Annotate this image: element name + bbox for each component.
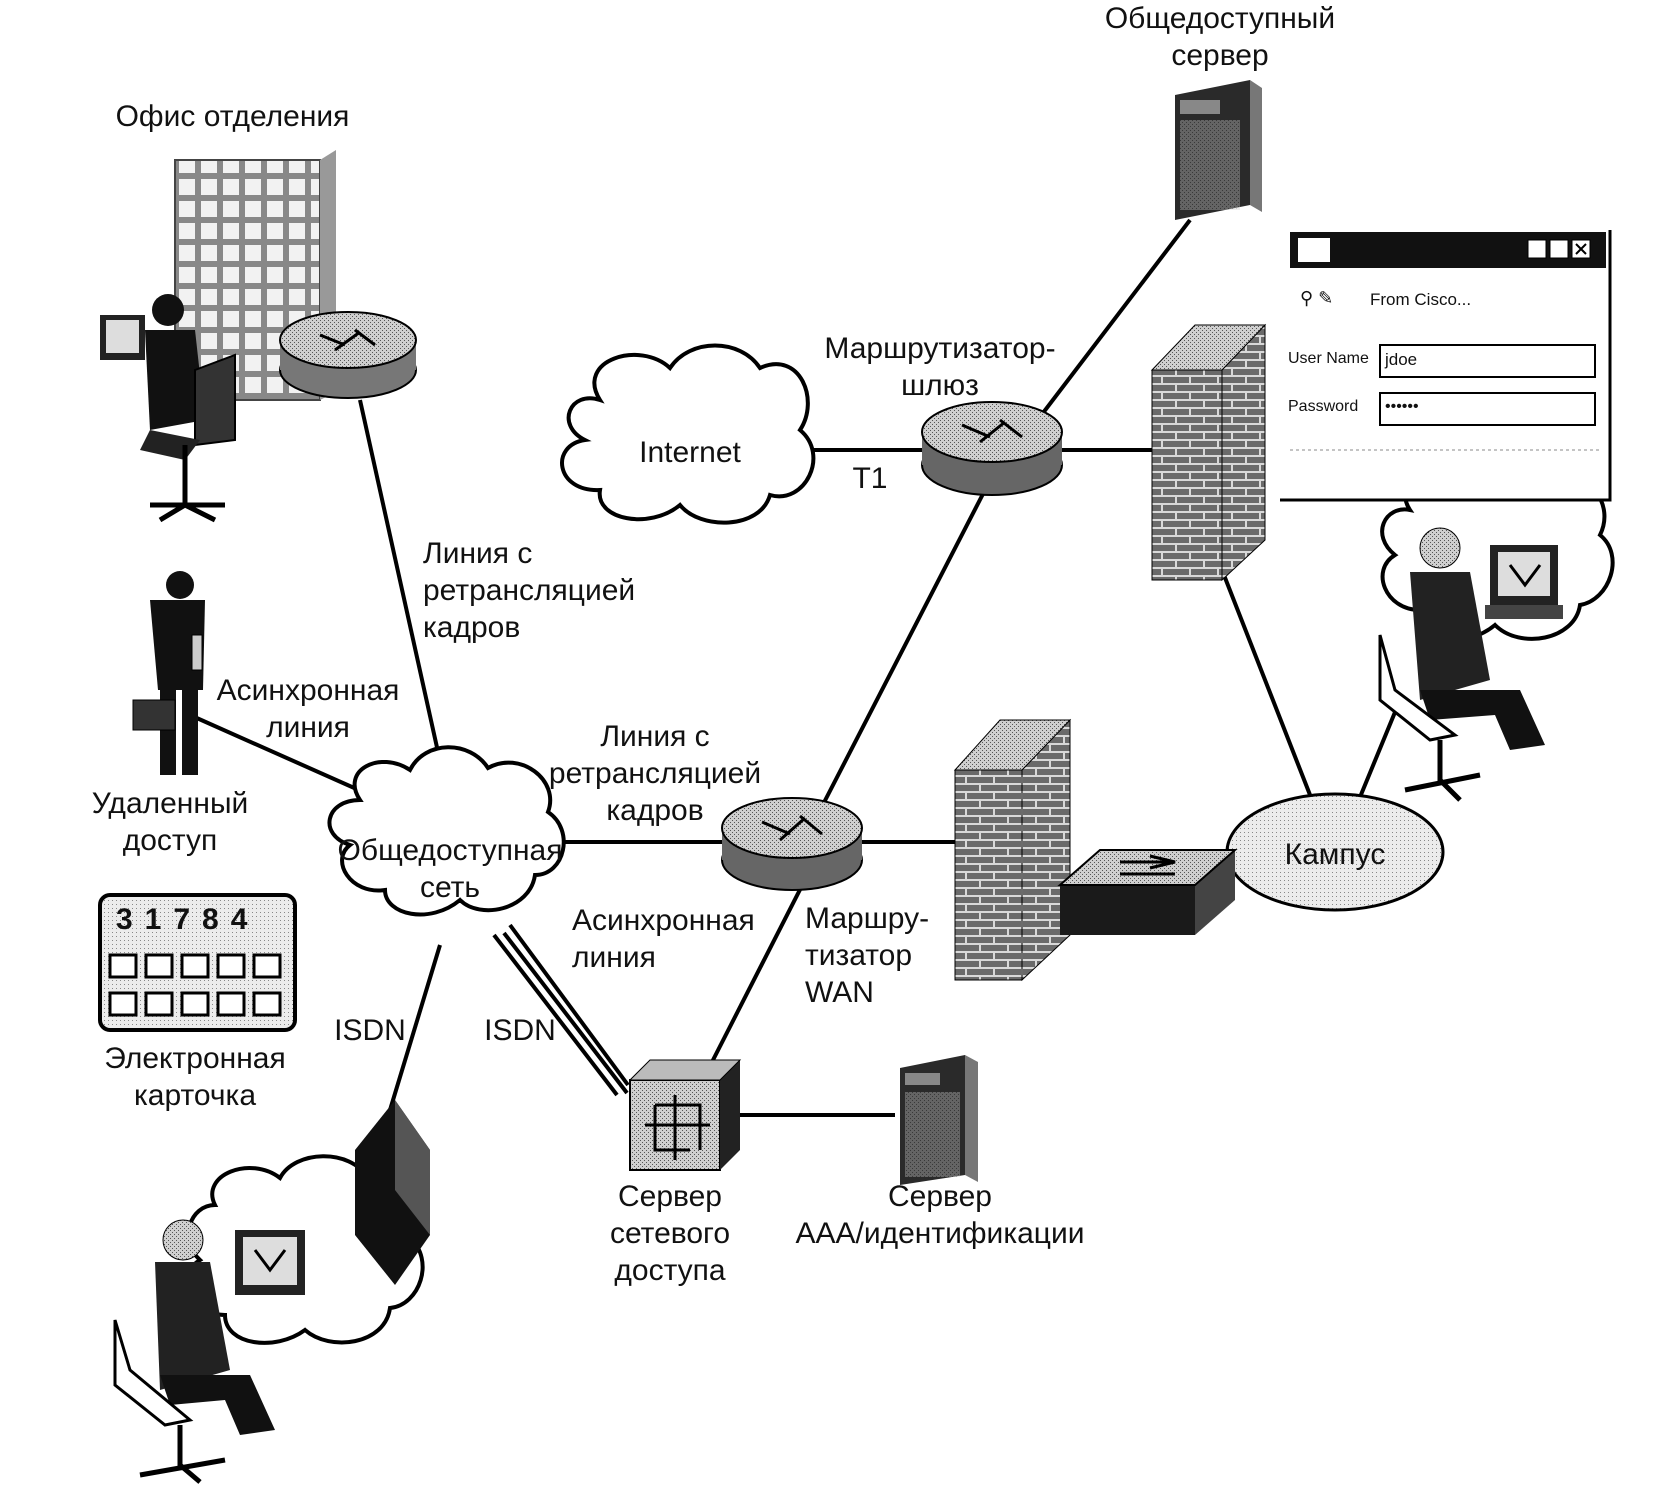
link-remote-to-public-network: [189, 713, 371, 797]
gateway-router-icon: [921, 401, 1063, 496]
frame-relay-mid-label: Линия с ретрансляцией кадров: [548, 720, 762, 827]
t1-label: T1: [852, 462, 888, 495]
token-card-icon: [98, 893, 297, 1032]
internet-label: Internet: [639, 436, 741, 469]
connection-lines: [189, 218, 1402, 1117]
remote-user-icon: [132, 571, 205, 775]
smart-card-label: Электронная карточка: [104, 1042, 286, 1112]
isdn-left-label: ISDN: [334, 1014, 406, 1047]
login-window: [1280, 230, 1612, 502]
isdn-mid-label: ISDN: [484, 1014, 556, 1047]
frame-relay-top-label: Линия с ретрансляцией кадров: [423, 537, 636, 644]
link-wan-router-to-nas: [710, 869, 812, 1063]
office-building-icon: [174, 150, 336, 401]
firewall-mid-icon: [953, 718, 1072, 982]
firewall-top-icon: [1150, 323, 1267, 582]
branch-office-label: Офис отделения: [115, 100, 350, 133]
link-campus-user-to-campus: [1356, 699, 1402, 803]
gateway-router-label: Маршрутизатор- шлюз: [824, 332, 1056, 402]
link-firewall-top-to-campus: [1220, 569, 1314, 801]
internet-cloud: [560, 343, 816, 525]
link-gateway-to-public-server: [1028, 218, 1192, 432]
public-network-label: Общедоступная сеть: [337, 834, 563, 904]
wan-router-label: Маршру- тизатор WAN: [805, 902, 930, 1009]
nas-label: Сервер сетевого доступа: [609, 1180, 731, 1287]
login-from-text: From Cisco...: [1370, 290, 1472, 309]
office-worker-icon: [100, 294, 236, 523]
campus-user-icon: [1378, 527, 1563, 802]
login-password-field[interactable]: ••••••: [1385, 398, 1419, 415]
login-username-label: User Name: [1288, 350, 1369, 367]
branch-router-icon: [279, 311, 417, 399]
link-branch-to-public-network: [358, 399, 444, 771]
isdn-pc-tower-icon: [355, 1100, 430, 1285]
link-gateway-to-wan-router: [813, 489, 987, 821]
async-line-left-label: Асинхронная линия: [216, 674, 400, 744]
campus-label: Кампус: [1284, 838, 1386, 871]
public-server-icon: [1175, 80, 1262, 220]
link-isdn-to-nas-a: [492, 933, 619, 1097]
async-line-mid-label: Асинхронная линия: [572, 904, 755, 974]
login-password-label: Password: [1288, 398, 1359, 415]
public-server-label: Общедоступный сервер: [1104, 2, 1336, 72]
aaa-server-label: Сервер AAA/идентификации: [795, 1180, 1085, 1250]
public-network-cloud: [327, 745, 566, 917]
token-card-digits: 31784: [116, 903, 260, 936]
remote-access-label: Удаленный доступ: [91, 787, 249, 857]
campus-switch-icon: [1057, 849, 1238, 935]
link-async-to-nas: [508, 923, 630, 1087]
login-username-field[interactable]: jdoe: [1385, 350, 1418, 369]
link-isdn-to-nas-b: [502, 931, 629, 1095]
login-window-icons: ⚲ ✎: [1300, 288, 1334, 308]
link-public-network-to-isdn-user: [388, 944, 442, 1111]
isdn-user-icon: [113, 1219, 305, 1484]
wan-router-icon: [721, 797, 863, 891]
nas-icon: [628, 1059, 742, 1171]
aaa-server-icon: [900, 1055, 978, 1185]
